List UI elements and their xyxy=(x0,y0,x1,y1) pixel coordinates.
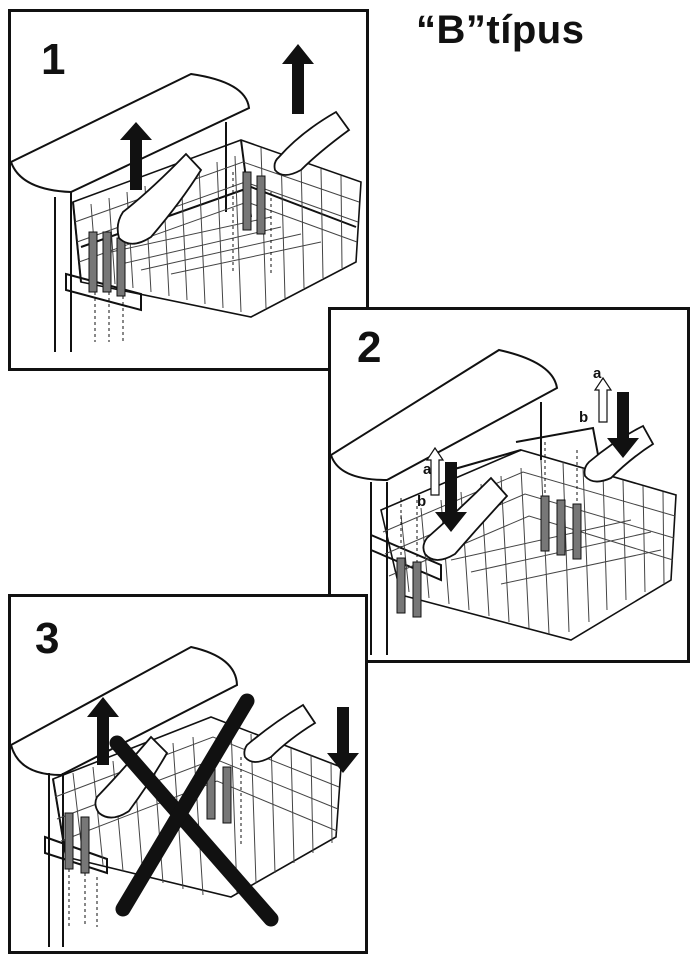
basket-raise-illustration xyxy=(11,44,362,352)
label-a-front: a xyxy=(423,461,432,478)
label-b-back: b xyxy=(579,409,588,426)
step-1-panel: 1 xyxy=(8,9,369,371)
step-2-panel: 2 xyxy=(328,307,690,663)
basket-lower-illustration: a b a b xyxy=(331,348,677,655)
step-number: 3 xyxy=(35,614,60,663)
label-a-back: a xyxy=(593,365,602,382)
page-title: “B”típus xyxy=(416,8,585,52)
step-number: 1 xyxy=(41,35,66,84)
cross-out-icon xyxy=(109,693,279,927)
label-b-front: b xyxy=(417,493,426,510)
step-3-panel: 3 xyxy=(8,594,368,954)
step-number: 2 xyxy=(357,323,382,372)
wrong-method-illustration xyxy=(11,645,359,947)
